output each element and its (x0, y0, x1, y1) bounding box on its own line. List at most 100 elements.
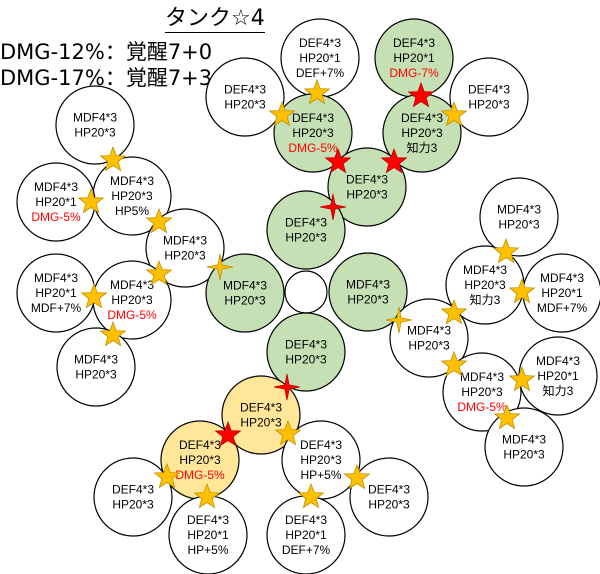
gold-star-icon (385, 306, 413, 334)
node-circle (328, 252, 408, 332)
node-line: HP20*3 (503, 448, 545, 462)
node-line: MDF4*3 (540, 271, 584, 285)
node-line: HP20*3 (111, 293, 153, 307)
node-line: HP20*3 (74, 126, 116, 140)
node-line: DEF4*3 (401, 111, 443, 125)
node-line: HP20*3 (461, 385, 503, 399)
node-line: HP20*1 (35, 195, 77, 209)
gold-star-icon (440, 100, 468, 127)
node-line: HP20*3 (285, 353, 327, 367)
node-line: DEF4*3 (224, 83, 266, 97)
node-line: 知力3 (470, 293, 501, 307)
node-line: MDF4*3 (73, 111, 117, 125)
gold-star-icon (153, 462, 181, 489)
node-line: DEF4*3 (179, 438, 221, 452)
node-line: DEF4*3 (393, 36, 435, 50)
node-line: HP20*3 (347, 293, 389, 307)
gold-star-icon (274, 419, 302, 446)
node-line: HP20*3 (111, 189, 153, 203)
condition-line-1: DMG-12%：覚醒7+0 (0, 40, 213, 64)
node-line: HP20*1 (187, 528, 229, 542)
node-line: MDF4*3 (407, 324, 451, 338)
node-line: DEF4*3 (240, 401, 282, 415)
page-title: タンク☆4 (165, 6, 265, 33)
node-line: HP5% (115, 204, 149, 218)
red-star-icon (380, 147, 408, 174)
node-circle (327, 147, 407, 227)
node-circle (349, 457, 429, 537)
node-line: DEF4*3 (285, 216, 327, 230)
gold-star-icon (80, 282, 108, 309)
condition-line-2: DMG-17%：覚醒7+3 (0, 66, 213, 90)
node-line: HP20*3 (224, 98, 266, 112)
node-line: DMG-5% (457, 400, 507, 414)
node-line: DEF4*3 (187, 513, 229, 527)
node-circle (284, 270, 328, 314)
node-line: 知力3 (407, 141, 438, 155)
node-line: HP20*3 (401, 126, 443, 140)
node-line: HP20*3 (179, 453, 221, 467)
node-line: MDF4*3 (463, 263, 507, 277)
node-line: DEF4*3 (468, 83, 510, 97)
node-line: MDF4*3 (163, 234, 207, 248)
node-line: HP20*3 (292, 126, 334, 140)
node-line: DEF+7% (282, 543, 331, 557)
node-line: DMG-7% (389, 66, 439, 80)
gold-star-icon (440, 350, 468, 377)
node-line: MDF4*3 (346, 278, 390, 292)
gold-star-icon (193, 482, 221, 509)
node-line: HP20*3 (112, 498, 154, 512)
gold-star-icon (493, 403, 521, 430)
node-line: HP+5% (187, 543, 228, 557)
node-line: DEF4*3 (300, 438, 342, 452)
node-line: MDF4*3 (502, 433, 546, 447)
node-circle (55, 85, 135, 165)
node-line: HP20*3 (498, 218, 540, 232)
gold-star-icon (492, 237, 520, 264)
node-line: MDF4*3 (110, 278, 154, 292)
node-line: HP20*1 (537, 369, 579, 383)
gold-star-icon (508, 365, 536, 392)
node-line: HP20*3 (468, 98, 510, 112)
red-star-icon (319, 193, 347, 221)
node-line: DEF4*3 (285, 338, 327, 352)
node-line: DEF4*3 (112, 483, 154, 497)
red-star-icon (407, 81, 435, 108)
node-line: MDF+7% (31, 301, 82, 315)
node-line: HP20*3 (75, 368, 117, 382)
node-circle (93, 457, 173, 537)
node-line: MDF4*3 (74, 353, 118, 367)
node-line: DEF4*3 (346, 173, 388, 187)
node-circle (205, 253, 285, 333)
node-line: MDF4*3 (223, 279, 267, 293)
node-line: MDF4*3 (110, 174, 154, 188)
node-line: HP20*3 (368, 498, 410, 512)
node-line: DMG-5% (175, 468, 225, 482)
node-circle (221, 375, 301, 455)
node-line: MDF4*3 (34, 180, 78, 194)
node-line: MDF+7% (537, 301, 588, 315)
node-line: DMG-5% (288, 141, 338, 155)
red-star-icon (324, 147, 352, 174)
node-line: DEF+7% (296, 66, 345, 80)
node-circle (479, 177, 559, 257)
node-line: DMG-5% (107, 308, 157, 322)
